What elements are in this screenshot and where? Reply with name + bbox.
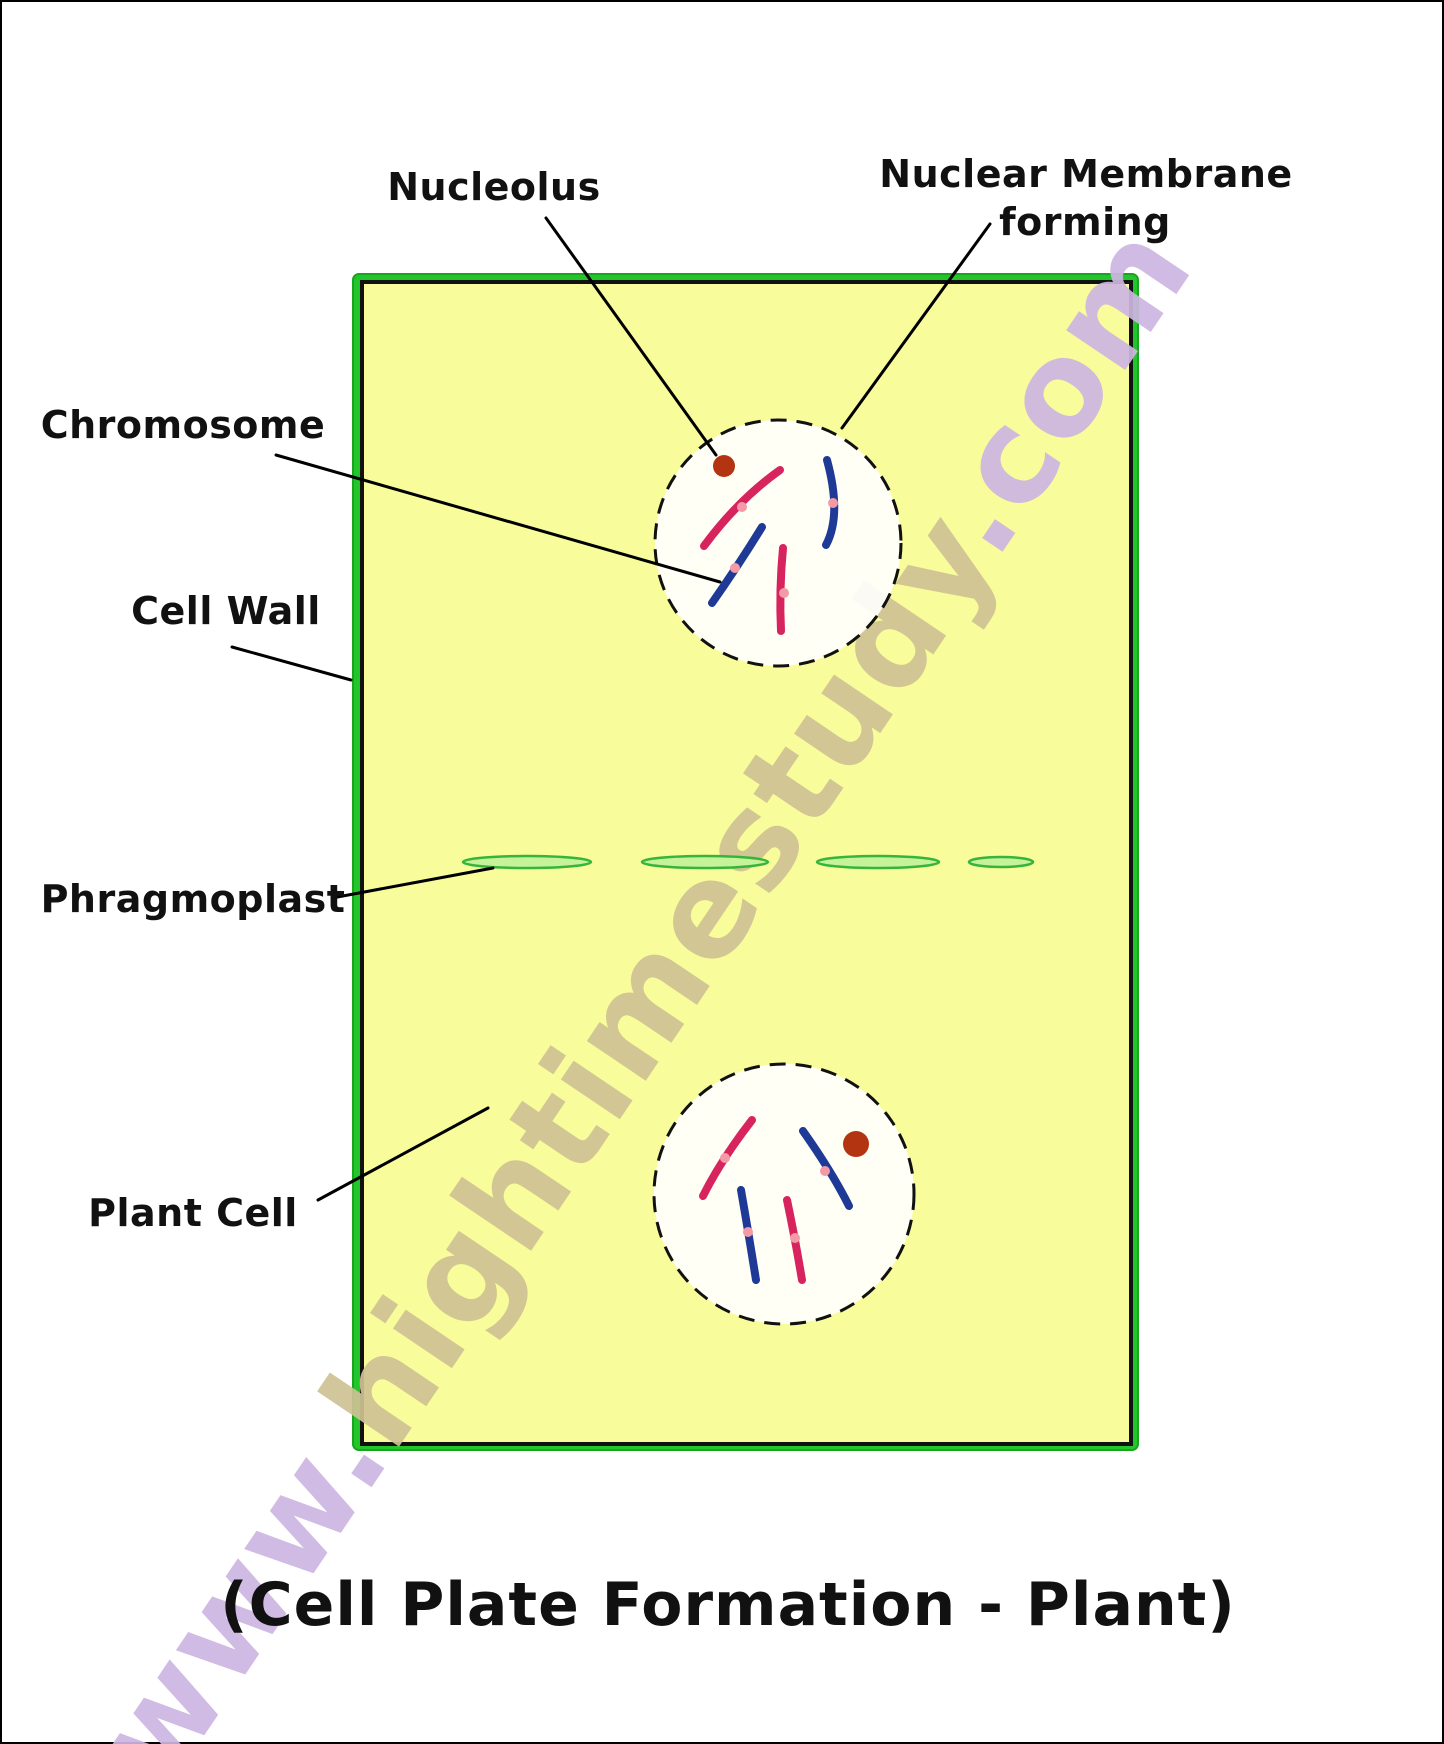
diagram-caption: (Cell Plate Formation - Plant)	[220, 1570, 1236, 1640]
plant-cell-label: Plant Cell	[88, 1191, 298, 1235]
phragmoplast-vesicle-3	[815, 854, 941, 870]
upper-nucleolus	[713, 455, 735, 477]
phragmoplast	[461, 854, 1035, 870]
lower-nucleus	[652, 1062, 916, 1326]
upper-chromosome-2	[822, 456, 839, 549]
upper-centromere-3	[730, 563, 740, 573]
cell-wall-leader	[230, 645, 353, 682]
phragmoplast-leader	[330, 866, 495, 900]
lower-centromere-4	[790, 1233, 800, 1243]
lower-centromere-2	[820, 1166, 830, 1176]
phragmoplast-vesicle-1	[461, 854, 593, 870]
nuclear-membrane-label-line2: forming	[999, 200, 1171, 244]
nucleolus-leader	[544, 216, 718, 457]
upper-centromere-4	[779, 588, 789, 598]
cell-wall-label: Cell Wall	[131, 589, 321, 633]
lower-centromere-3	[743, 1227, 753, 1237]
chromosome-leader	[274, 453, 722, 584]
upper-nucleus	[653, 418, 903, 668]
chromosome-label: Chromosome	[41, 403, 326, 447]
lower-nucleolus	[843, 1131, 869, 1157]
leader-lines	[230, 216, 992, 1202]
phragmoplast-vesicle-2	[640, 854, 770, 870]
nuclear-membrane-leader	[840, 222, 992, 430]
lower-chromosomes	[699, 1116, 853, 1284]
plant-cell-leader	[316, 1106, 490, 1202]
nucleolus-label: Nucleolus	[387, 165, 600, 209]
phragmoplast-vesicle-4	[967, 855, 1035, 869]
phragmoplast-label: Phragmoplast	[41, 877, 346, 921]
upper-chromosomes	[700, 456, 839, 635]
lower-centromere-1	[720, 1153, 730, 1163]
nuclear-membrane-label-line1: Nuclear Membrane	[879, 152, 1292, 196]
upper-centromere-1	[737, 502, 747, 512]
upper-centromere-2	[828, 498, 838, 508]
